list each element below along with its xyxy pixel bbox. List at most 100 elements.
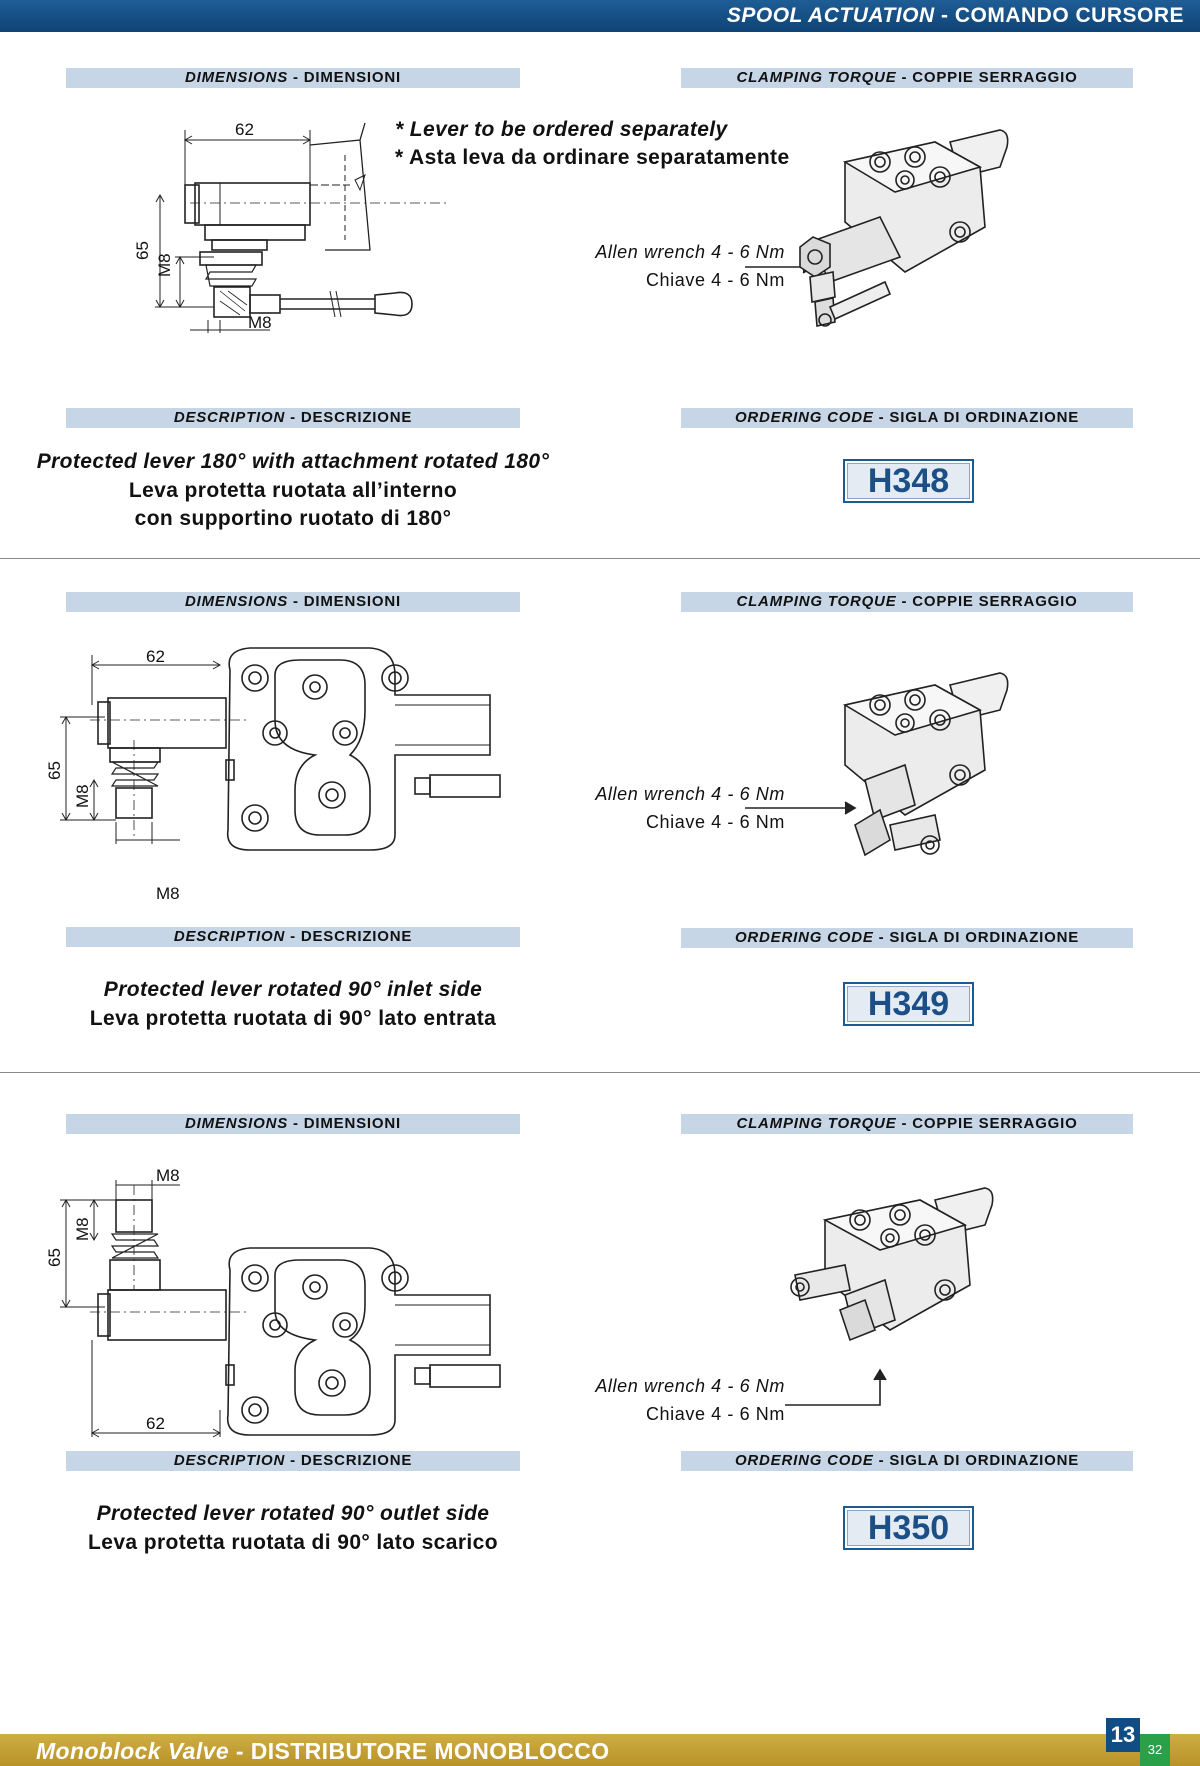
description-label: DESCRIPTION - DESCRIZIONE xyxy=(66,408,520,428)
clamping-torque-label: CLAMPING TORQUE - COPPIE SERRAGGIO xyxy=(681,68,1133,88)
desc-en: Protected lever rotated 90° outlet side xyxy=(96,1502,490,1525)
dim-65: 65 xyxy=(45,1248,64,1267)
description-label: DESCRIPTION - DESCRIZIONE xyxy=(66,1451,520,1471)
description-h349: Protected lever rotated 90° inlet side L… xyxy=(20,976,566,1033)
torque-en: Allen wrench 4 - 6 Nm xyxy=(595,784,785,804)
ordering-code-label: ORDERING CODE - SIGLA DI ORDINAZIONE xyxy=(681,408,1133,428)
ordering-code-label: ORDERING CODE - SIGLA DI ORDINAZIONE xyxy=(681,928,1133,948)
label-it: COPPIE SERRAGGIO xyxy=(912,593,1078,610)
section-divider xyxy=(0,558,1200,559)
footer-title-en: Monoblock Valve xyxy=(36,1738,230,1764)
lever-order-note: * Lever to be ordered separately * Asta … xyxy=(395,116,790,172)
clamping-torque-label: CLAMPING TORQUE - COPPIE SERRAGGIO xyxy=(681,1114,1133,1134)
label-en: DESCRIPTION xyxy=(173,1452,286,1469)
footer-title-it: DISTRIBUTORE MONOBLOCCO xyxy=(250,1738,610,1764)
dim-m8-vertical: M8 xyxy=(155,253,174,277)
label-en: CLAMPING TORQUE xyxy=(736,1115,897,1132)
dim-m8-horizontal: M8 xyxy=(248,313,272,332)
label-sep: - xyxy=(290,409,296,426)
label-it: SIGLA DI ORDINAZIONE xyxy=(889,929,1080,946)
page-footer: Monoblock Valve - DISTRIBUTORE MONOBLOCC… xyxy=(0,1734,1200,1766)
dim-m8-horizontal: M8 xyxy=(156,1166,180,1185)
label-en: ORDERING CODE xyxy=(734,929,874,946)
ordering-code-h350: H350 xyxy=(843,1506,974,1550)
desc-it-line1: Leva protetta ruotata all’interno xyxy=(128,478,458,502)
desc-en: Protected lever rotated 90° inlet side xyxy=(103,978,483,1001)
valve-illustration-h350 xyxy=(785,1180,1130,1420)
clamping-torque-label: CLAMPING TORQUE - COPPIE SERRAGGIO xyxy=(681,592,1133,612)
label-it: DIMENSIONI xyxy=(303,1115,401,1132)
label-en: ORDERING CODE xyxy=(734,409,874,426)
dimensions-label: DIMENSIONS - DIMENSIONI xyxy=(66,1114,520,1134)
label-sep: - xyxy=(293,1115,299,1132)
label-en: DIMENSIONS xyxy=(185,1115,289,1132)
dim-62: 62 xyxy=(146,1414,165,1433)
label-en: DESCRIPTION xyxy=(173,928,286,945)
dim-65: 65 xyxy=(133,241,152,260)
label-sep: - xyxy=(290,928,296,945)
page-number: 13 xyxy=(1106,1718,1140,1752)
label-sep: - xyxy=(878,929,885,946)
dim-62: 62 xyxy=(146,647,165,666)
ordering-code-h349: H349 xyxy=(843,982,974,1026)
dimensions-label: DIMENSIONS - DIMENSIONI xyxy=(66,68,520,88)
torque-spec-h349: Allen wrench 4 - 6 Nm Chiave 4 - 6 Nm xyxy=(560,780,785,836)
dim-62: 62 xyxy=(235,120,254,139)
label-it: SIGLA DI ORDINAZIONE xyxy=(889,1452,1080,1469)
header-separator: - xyxy=(940,4,949,27)
label-sep: - xyxy=(293,593,299,610)
torque-it: Chiave 4 - 6 Nm xyxy=(645,812,785,832)
torque-it: Chiave 4 - 6 Nm xyxy=(645,1404,785,1424)
ordering-code-h348: H348 xyxy=(843,459,974,503)
valve-illustration-h348 xyxy=(745,122,1130,382)
torque-en: Allen wrench 4 - 6 Nm xyxy=(595,1376,785,1396)
label-sep: - xyxy=(901,1115,908,1132)
label-sep: - xyxy=(878,409,885,426)
desc-it: Leva protetta ruotata di 90° lato entrat… xyxy=(89,1006,497,1030)
description-h350: Protected lever rotated 90° outlet side … xyxy=(20,1500,566,1557)
label-en: DESCRIPTION xyxy=(173,409,286,426)
dimensions-label: DIMENSIONS - DIMENSIONI xyxy=(66,592,520,612)
dimension-drawing-h348: 62 65 M8 xyxy=(133,115,460,380)
note-it: * Asta leva da ordinare separatamente xyxy=(395,146,790,169)
label-it: SIGLA DI ORDINAZIONE xyxy=(889,409,1080,426)
torque-spec-h350: Allen wrench 4 - 6 Nm Chiave 4 - 6 Nm xyxy=(560,1372,785,1428)
header-title-it: COMANDO CURSORE xyxy=(954,4,1184,27)
label-en: CLAMPING TORQUE xyxy=(736,593,897,610)
desc-it-line2: con supportino ruotato di 180° xyxy=(134,507,452,530)
label-it: DESCRIZIONE xyxy=(300,928,413,945)
label-it: COPPIE SERRAGGIO xyxy=(912,69,1078,86)
label-sep: - xyxy=(878,1452,885,1469)
label-en: DIMENSIONS xyxy=(185,69,289,86)
label-en: DIMENSIONS xyxy=(185,593,289,610)
torque-it: Chiave 4 - 6 Nm xyxy=(645,270,785,290)
label-sep: - xyxy=(293,69,299,86)
page-header: SPOOL ACTUATION - COMANDO CURSORE xyxy=(0,0,1200,32)
note-en: * Lever to be ordered separately xyxy=(395,118,728,141)
label-it: DESCRIZIONE xyxy=(300,409,413,426)
label-en: CLAMPING TORQUE xyxy=(736,69,897,86)
dimension-drawing-h350: M8 65 M8 62 xyxy=(45,1155,540,1440)
torque-en: Allen wrench 4 - 6 Nm xyxy=(595,242,785,262)
ordering-code-label: ORDERING CODE - SIGLA DI ORDINAZIONE xyxy=(681,1451,1133,1471)
page-sub-number: 32 xyxy=(1140,1734,1170,1766)
label-sep: - xyxy=(901,69,908,86)
section-divider xyxy=(0,1072,1200,1073)
label-en: ORDERING CODE xyxy=(734,1452,874,1469)
dim-m8-vertical: M8 xyxy=(73,784,92,808)
description-label: DESCRIPTION - DESCRIZIONE xyxy=(66,927,520,947)
label-sep: - xyxy=(290,1452,296,1469)
footer-separator: - xyxy=(235,1738,244,1764)
desc-en: Protected lever 180° with attachment rot… xyxy=(36,450,550,473)
dim-65: 65 xyxy=(45,761,64,780)
label-it: DIMENSIONI xyxy=(303,69,401,86)
header-title-en: SPOOL ACTUATION xyxy=(726,4,935,27)
dim-m8-horizontal: M8 xyxy=(156,884,180,903)
desc-it: Leva protetta ruotata di 90° lato scaric… xyxy=(88,1530,498,1554)
dimension-drawing-h349: 62 65 M8 M8 xyxy=(45,640,540,910)
label-it: COPPIE SERRAGGIO xyxy=(912,1115,1078,1132)
label-it: DESCRIZIONE xyxy=(300,1452,413,1469)
label-sep: - xyxy=(901,593,908,610)
dim-m8-vertical: M8 xyxy=(73,1217,92,1241)
torque-spec-h348: Allen wrench 4 - 6 Nm Chiave 4 - 6 Nm xyxy=(560,238,785,294)
